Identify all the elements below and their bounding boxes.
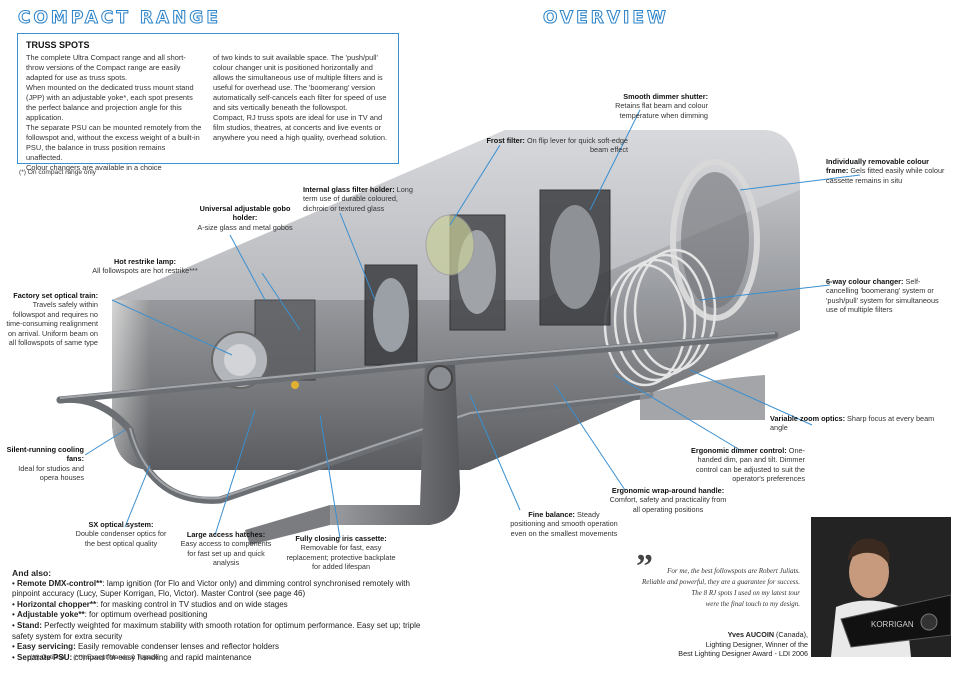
callout-iris-cassette: Fully closing iris cassette:Removable fo… bbox=[286, 534, 396, 572]
also-item: • Easy servicing: Easily removable conde… bbox=[12, 642, 279, 652]
callout-large-access-hatches: Large access hatches:Easy access to comp… bbox=[180, 530, 272, 568]
internal-frames bbox=[211, 189, 611, 389]
callout-colour-changer: 6-way colour changer: Self-cancelling 'b… bbox=[826, 277, 939, 315]
intro-col-1: The complete Ultra Compact range and all… bbox=[26, 53, 203, 173]
testimonial-name-suffix: (Canada), bbox=[774, 630, 808, 639]
also-item: • Remote DMX-control**: lamp ignition (f… bbox=[12, 578, 410, 599]
callout-internal-glass-filter-holder: Internal glass filter holder: Long term … bbox=[303, 185, 413, 213]
callout-smooth-dimmer-shutter: Smooth dimmer shutter:Retains flat beam … bbox=[615, 92, 708, 120]
callout-ergonomic-dimmer-control: Ergonomic dimmer control: One-handed dim… bbox=[691, 446, 805, 484]
designer-photo: KORRIGAN bbox=[811, 517, 951, 657]
intro-paragraph: The complete Ultra Compact range and all… bbox=[26, 53, 186, 82]
also-item: • Adjustable yoke**: for optimum overhea… bbox=[12, 610, 208, 620]
colour-changer-rings bbox=[603, 248, 717, 387]
also-item: • Stand: Perfectly weighted for maximum … bbox=[12, 620, 421, 641]
callout-fine-balance: Fine balance: Steady positioning and smo… bbox=[510, 510, 618, 538]
intro-paragraph: The separate PSU can be mounted remotely… bbox=[26, 123, 202, 162]
testimonial-award: Best Lighting Designer Award - LDI 2006 bbox=[678, 649, 808, 659]
page-title-left: COMPACT RANGE bbox=[18, 8, 221, 29]
also-heading: And also: bbox=[12, 568, 52, 578]
intro-footnote: (*) On compact range only bbox=[19, 169, 96, 176]
intro-heading: TRUSS SPOTS bbox=[26, 40, 90, 50]
intro-col-2: of two kinds to suit available space. Th… bbox=[213, 53, 390, 173]
also-footnote: (**) Optional (***) Except Marvin & Topa… bbox=[30, 654, 159, 661]
intro-paragraph: Compact, RJ truss spots are ideal for us… bbox=[213, 113, 388, 142]
quote-line: For me, the best followspots are Robert … bbox=[667, 567, 800, 575]
callout-removable-colour-frame: Individually removable colour frame: Gel… bbox=[826, 157, 945, 185]
callout-variable-zoom-optics: Variable zoom optics: Sharp focus at eve… bbox=[770, 414, 935, 433]
callout-silent-cooling-fans: Silent-running cooling fans:Ideal for st… bbox=[6, 445, 84, 483]
callout-sx-optical-system: SX optical system:Double condenser optic… bbox=[75, 520, 167, 548]
photo-product-label: KORRIGAN bbox=[871, 620, 914, 629]
page-title-right: OVERVIEW bbox=[543, 8, 669, 29]
also-item: • Separate PSU: compact for easy handlin… bbox=[12, 652, 252, 662]
callout-universal-gobo-holder: Universal adjustable gobo holder:A-size … bbox=[197, 204, 293, 232]
quote-mark-icon: ” bbox=[636, 548, 653, 585]
quote-line: were the final touch to my design. bbox=[705, 600, 800, 608]
intro-paragraph: of two kinds to suit available space. Th… bbox=[213, 53, 387, 112]
front-lens bbox=[681, 172, 749, 308]
callout-frost-filter: Frost filter: On flip lever for quick so… bbox=[486, 136, 628, 155]
also-section: And also: • Remote DMX-control**: lamp i… bbox=[12, 568, 432, 663]
quote-line: Reliable and powerful, they are a guaran… bbox=[642, 578, 800, 586]
callout-wrap-around-handle: Ergonomic wrap-around handle: Comfort, s… bbox=[609, 486, 727, 514]
testimonial-quote: For me, the best followspots are Robert … bbox=[620, 566, 800, 610]
quote-line: The 8 RJ spots I used on my latest tour bbox=[691, 589, 800, 597]
intro-paragraph: Colour changers are available in a choic… bbox=[26, 163, 162, 172]
designer-photo-drawing: KORRIGAN bbox=[811, 517, 951, 657]
intro-box: TRUSS SPOTS The complete Ultra Compact r… bbox=[17, 33, 399, 172]
testimonial-name: Yves AUCOIN bbox=[727, 630, 775, 639]
callout-factory-set-optical-train: Factory set optical train:Travels safely… bbox=[6, 291, 98, 348]
testimonial-role: Lighting Designer, Winner of the bbox=[705, 639, 808, 649]
callout-leaders bbox=[84, 109, 861, 539]
also-item: • Horizontal chopper**: for masking cont… bbox=[12, 599, 288, 609]
yoke bbox=[245, 365, 461, 545]
callout-hot-restrike-lamp: Hot restrike lamp:All followspots are ho… bbox=[92, 257, 198, 276]
testimonial-signature: Yves AUCOIN (Canada), Lighting Designer,… bbox=[612, 630, 808, 659]
intro-paragraph: When mounted on the dedicated truss moun… bbox=[26, 83, 194, 122]
